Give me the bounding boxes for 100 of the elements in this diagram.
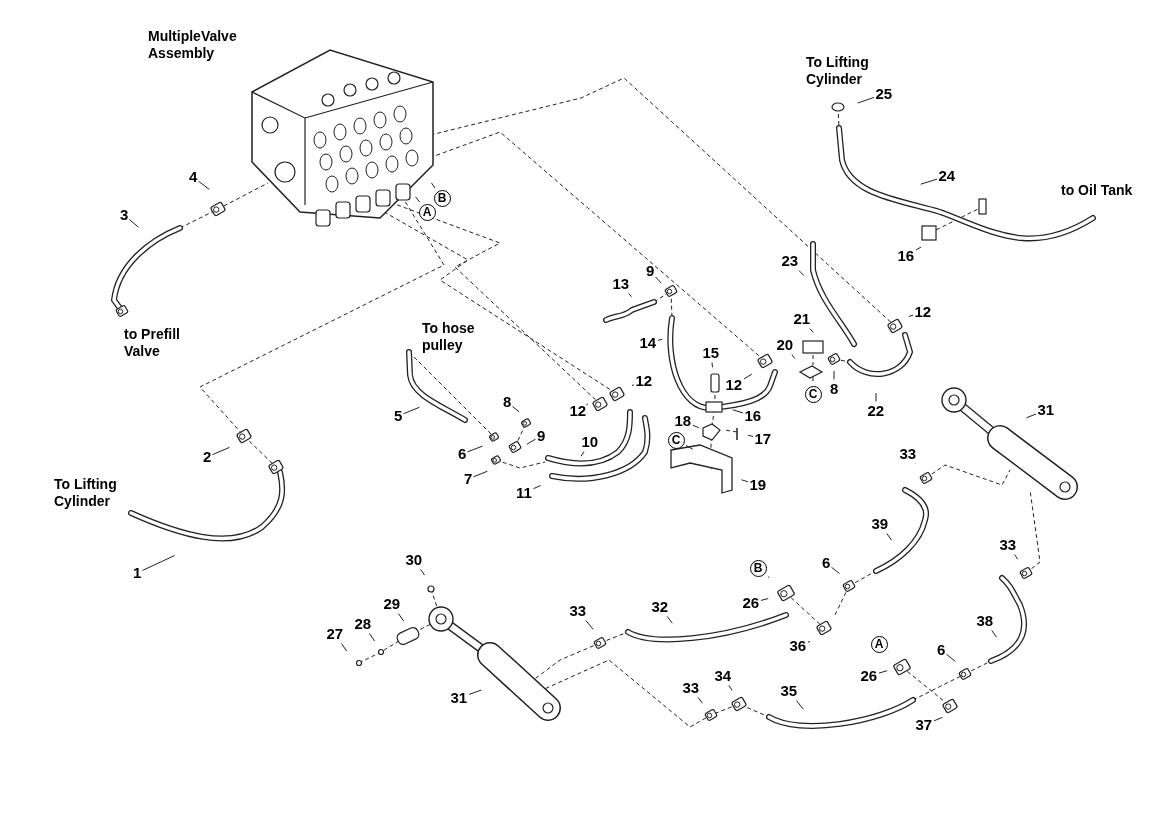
callout-number: 28 [354,616,372,632]
leader-line [533,485,542,490]
leader-line [795,700,804,710]
circled-reference-letter: C [667,431,685,449]
leader-line [732,409,744,414]
callout-number: 37 [915,717,933,733]
leader-line [430,182,436,189]
callout-number: 35 [780,683,798,699]
leader-line [666,616,673,624]
callout-number: 9 [646,263,655,279]
leader-line [580,451,585,457]
callout-number: 26 [860,668,878,684]
leader-line [908,314,914,317]
leader-line [743,373,753,380]
circled-reference-letter: C [804,385,822,403]
callout-number: 8 [830,381,839,397]
callout-number: 12 [914,304,932,320]
leader-line [920,178,938,185]
callout-number: 24 [938,168,956,184]
leader-line [798,270,805,277]
callout-number: 11 [516,485,532,501]
destination-note: to Oil Tank [1061,182,1133,199]
leader-line [946,653,956,662]
leader-line [341,643,348,652]
leader-line [760,598,769,601]
callout-number: 23 [781,253,799,269]
leader-line [585,403,589,406]
leader-line [398,613,405,622]
leader-line [991,630,997,638]
callout-number: 10 [581,434,599,450]
leader-line [1014,554,1019,560]
leader-line [1026,413,1037,419]
leader-line [728,685,733,691]
leader-line [933,716,943,722]
callout-number: 15 [702,345,720,361]
callout-number: 36 [789,638,807,654]
circled-reference-letter: A [870,635,888,653]
leader-line [420,569,426,576]
leader-line [692,424,700,429]
callout-number: 27 [326,626,344,642]
circled-reference-letter: B [749,559,767,577]
callout-number: 5 [394,408,403,424]
leader-line [878,670,888,674]
leader-line [403,406,420,415]
leader-line [791,354,796,359]
leader-line [212,446,230,456]
callout-number: 19 [749,477,767,493]
leader-line [415,196,420,203]
callout-number: 16 [744,408,762,424]
callout-number: 33 [999,537,1017,553]
callout-number: 6 [458,446,467,462]
callout-number: 12 [569,403,587,419]
leader-line [857,96,875,104]
callout-number: 25 [875,86,893,102]
leader-line [526,438,536,445]
leader-line [467,445,483,453]
callout-number: 8 [503,394,512,410]
circled-reference-letter: B [433,189,451,207]
leader-line [809,328,814,333]
callout-number: 34 [714,668,732,684]
callout-number: 29 [383,596,401,612]
callout-number: 33 [899,446,917,462]
destination-note: To Lifting Cylinder [806,54,870,88]
callout-number: 6 [822,555,831,571]
leader-line [468,689,482,695]
destination-note: To hose pulley [422,320,476,354]
leader-line [886,533,892,541]
circled-reference-letter: A [418,203,436,221]
leader-line [628,293,632,298]
callout-number: 33 [682,680,700,696]
callout-number: 20 [776,337,794,353]
callout-number: 33 [569,603,587,619]
callout-number: 3 [120,207,129,223]
leader-line [655,276,662,284]
callout-number: 18 [674,413,692,429]
callout-number: 6 [937,642,946,658]
callout-number: 38 [976,613,994,629]
leader-line [142,555,176,571]
leader-line [807,641,811,643]
callout-number: 1 [133,565,142,581]
destination-note: To Lifting Cylinder [54,476,118,510]
leader-line [685,444,694,450]
callout-number: 7 [464,471,473,487]
callout-number: 31 [1037,402,1055,418]
callout-number: 17 [754,431,772,447]
leader-line [631,384,635,386]
callout-number: 14 [639,335,657,351]
leader-line [697,697,703,704]
leader-line [741,479,749,483]
callout-number: 4 [189,169,198,185]
leader-line [369,633,376,642]
assembly-label: MultipleValve Assembly [148,28,238,62]
leader-line [875,392,877,402]
leader-line [747,434,754,437]
callout-number: 2 [203,449,212,465]
leader-line [711,362,713,368]
callout-number: 22 [867,403,885,419]
callout-number: 31 [450,690,468,706]
destination-note: to Prefill Valve [124,326,181,360]
callout-number: 26 [742,595,760,611]
